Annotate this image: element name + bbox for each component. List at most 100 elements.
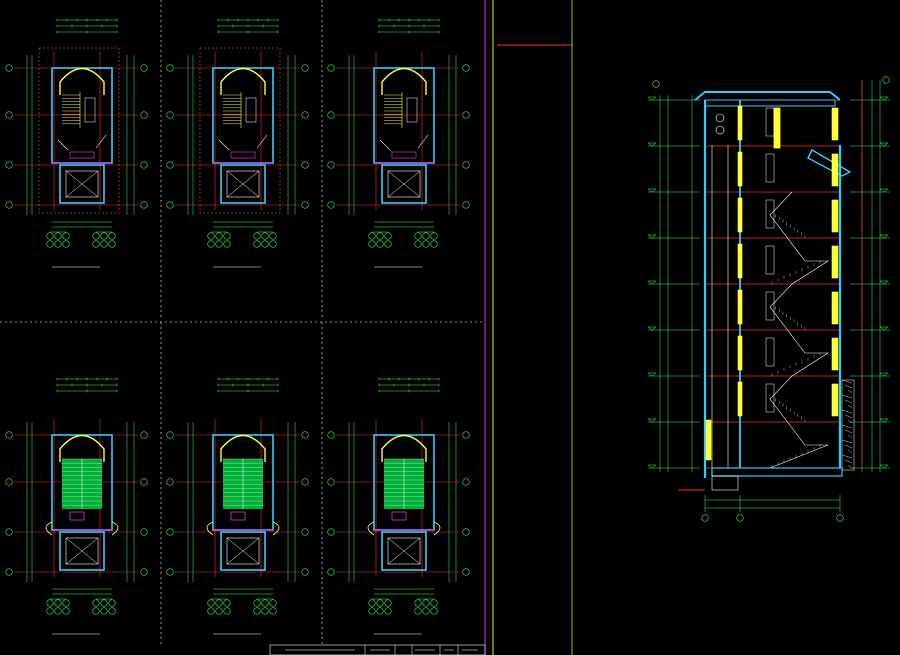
landing-mark <box>69 151 95 159</box>
elevator-car <box>65 537 99 565</box>
level-marker <box>879 142 889 147</box>
landing-mark <box>391 151 417 159</box>
axis-bubble-left <box>166 111 174 119</box>
ground-hatch <box>844 399 853 404</box>
elevator-car <box>387 170 421 198</box>
axis-bubble-bottom <box>384 599 392 607</box>
level-marker <box>879 96 889 101</box>
axis-bubble-bottom <box>215 607 223 615</box>
axis-bubble-left <box>166 431 174 439</box>
axis-bubble-bottom <box>422 607 430 615</box>
axis-bubble-bottom <box>215 232 223 240</box>
axis-bubble-bottom <box>422 232 430 240</box>
axis-bubble-bottom <box>414 607 422 615</box>
axis-bubble-bottom <box>92 607 100 615</box>
level-marker <box>647 96 657 101</box>
elevator-x <box>65 170 99 198</box>
axis-bubble-left <box>5 161 13 169</box>
level-marker <box>879 188 889 193</box>
axis-bubble-bottom <box>430 240 438 248</box>
door-swing <box>367 521 375 536</box>
axis-bubble-bottom <box>100 240 108 248</box>
arched-wall <box>381 434 427 462</box>
axis-bubble-right <box>462 431 470 439</box>
axis-bubble-bottom <box>108 607 116 615</box>
axis-bubble-right <box>462 528 470 536</box>
axis-bubble-bottom <box>376 599 384 607</box>
axis-bubble-right <box>301 201 309 209</box>
axis-bubble-bottom <box>261 607 269 615</box>
axis-bubble-bottom <box>62 607 70 615</box>
floor-door <box>737 381 743 417</box>
elevator-x <box>387 537 421 565</box>
axis-bubble-bottom <box>261 232 269 240</box>
axis-bubble-right <box>462 64 470 72</box>
axis-bubble-right <box>140 528 148 536</box>
floor-plan-p2 <box>166 18 309 268</box>
section-axis-bubble <box>882 76 890 84</box>
axis-bubble-bottom <box>269 599 277 607</box>
section-axis-bubble <box>652 80 660 88</box>
axis-bubble-bottom <box>46 607 54 615</box>
axis-bubble-right <box>462 111 470 119</box>
level-marker <box>647 234 657 239</box>
landing-mark <box>391 511 407 521</box>
axis-bubble-bottom <box>46 240 54 248</box>
axis-bubble-bottom <box>384 240 392 248</box>
axis-bubble-bottom <box>414 240 422 248</box>
foundation-slab <box>711 467 843 477</box>
arched-wall <box>59 434 105 462</box>
sheet-boundaries <box>0 0 573 655</box>
axis-bubble-bottom <box>100 607 108 615</box>
stair-flight <box>769 191 830 469</box>
ground-hatch <box>841 379 853 384</box>
axis-bubble-right <box>462 568 470 576</box>
title-block-frame <box>269 644 486 655</box>
level-marker <box>647 372 657 377</box>
axis-bubble-right <box>462 161 470 169</box>
elevator-x <box>387 170 421 198</box>
axis-bubble-bottom <box>261 240 269 248</box>
title-block <box>269 644 486 655</box>
axis-bubble-right <box>301 478 309 486</box>
axis-bubble-right <box>140 478 148 486</box>
axis-bubble-bottom <box>54 232 62 240</box>
door-leaf <box>218 139 230 151</box>
axis-bubble-bottom <box>207 232 215 240</box>
axis-bubble-left <box>327 111 335 119</box>
axis-bubble-bottom <box>54 607 62 615</box>
axis-bubble-bottom <box>368 607 376 615</box>
door-leaf <box>57 139 69 151</box>
axis-bubble-right <box>140 431 148 439</box>
door-swing <box>45 521 53 536</box>
level-marker <box>647 280 657 285</box>
ground-hatch <box>844 429 853 434</box>
ground-hatch <box>844 384 853 389</box>
floor-door <box>737 289 743 325</box>
floor-door <box>737 105 743 141</box>
ground-hatch <box>847 434 853 439</box>
axis-bubble-right <box>462 201 470 209</box>
level-marker <box>647 188 657 193</box>
building-section <box>647 76 890 522</box>
elevator-walls <box>381 164 427 204</box>
ground-hatch <box>847 404 853 409</box>
axis-bubble-left <box>5 64 13 72</box>
level-marker <box>647 464 657 469</box>
axis-bubble-left <box>166 478 174 486</box>
axis-bubble-bottom <box>422 240 430 248</box>
axis-bubble-right <box>301 161 309 169</box>
axis-bubble-bottom <box>108 240 116 248</box>
axis-bubble-bottom <box>269 607 277 615</box>
axis-bubble-bottom <box>62 232 70 240</box>
ground-hatch <box>841 439 853 444</box>
elevator-walls <box>381 531 427 571</box>
handrail <box>84 97 96 123</box>
axis-bubble-left <box>327 64 335 72</box>
axis-bubble-bottom <box>62 240 70 248</box>
level-marker <box>647 418 657 423</box>
axis-bubble-left <box>327 201 335 209</box>
window-panel <box>831 245 839 279</box>
axis-bubble-bottom <box>54 599 62 607</box>
